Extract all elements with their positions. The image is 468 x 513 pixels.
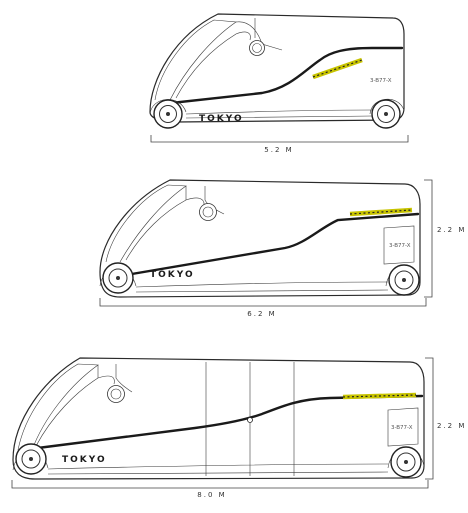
vehicle-large-plate: 3-B77-X: [391, 425, 413, 431]
vehicle-large-emblem: [107, 385, 125, 403]
vehicle-medium: TOKYO 3-B77-X 6.2 M 2.2 M: [99, 179, 466, 318]
vehicle-large-height-label: 2.2 M: [437, 422, 466, 430]
vehicle-small-rear-wheel: [371, 99, 401, 129]
vehicle-large-belt-line: [20, 394, 424, 452]
vehicle-small-accent-stripe: [312, 57, 363, 80]
vehicle-large-height-dimension: 2.2 M: [425, 357, 466, 480]
vehicle-small-windshield: [154, 19, 237, 101]
vehicle-medium-body: [99, 179, 421, 298]
vehicle-large-length-dimension: 8.0 M: [11, 480, 429, 499]
vehicle-large-brand-label: TOKYO: [62, 455, 107, 465]
vehicle-large: TOKYO 3-B77-X 8.0 M 2.2 M: [11, 357, 466, 499]
vehicle-large-front-wheel: [15, 443, 47, 475]
vehicle-small: TOKYO 3-B77-X 5.2 M: [149, 13, 409, 154]
vehicle-medium-emblem: [199, 203, 217, 221]
vehicle-medium-plate: 3-B77-X: [389, 243, 411, 249]
vehicle-small-body: [149, 13, 405, 123]
vehicle-medium-length-dimension: 6.2 M: [99, 298, 427, 318]
vehicle-medium-front-wheel: [102, 262, 134, 294]
vehicle-small-length-dimension: 5.2 M: [150, 135, 409, 154]
vehicle-small-brand-label: TOKYO: [199, 114, 244, 124]
vehicle-medium-belt-line: [106, 212, 420, 280]
vehicle-large-length-label: 8.0 M: [197, 491, 226, 499]
vehicle-medium-rear-wheel: [388, 264, 420, 296]
vehicle-large-pivot-point: [247, 417, 253, 423]
vehicle-small-emblem: [249, 40, 265, 56]
vehicle-medium-height-dimension: 2.2 M: [424, 179, 466, 298]
vehicle-small-front-wheel: [153, 99, 183, 129]
vehicle-small-plate: 3-B77-X: [370, 78, 392, 84]
vehicle-medium-brand-label: TOKYO: [150, 270, 195, 280]
vehicle-small-belt-line: [160, 46, 404, 106]
vehicle-medium-height-label: 2.2 M: [437, 226, 466, 234]
vehicle-large-rear-wheel: [390, 446, 422, 478]
vehicle-small-length-label: 5.2 M: [264, 146, 293, 154]
vehicle-medium-length-label: 6.2 M: [247, 310, 276, 318]
